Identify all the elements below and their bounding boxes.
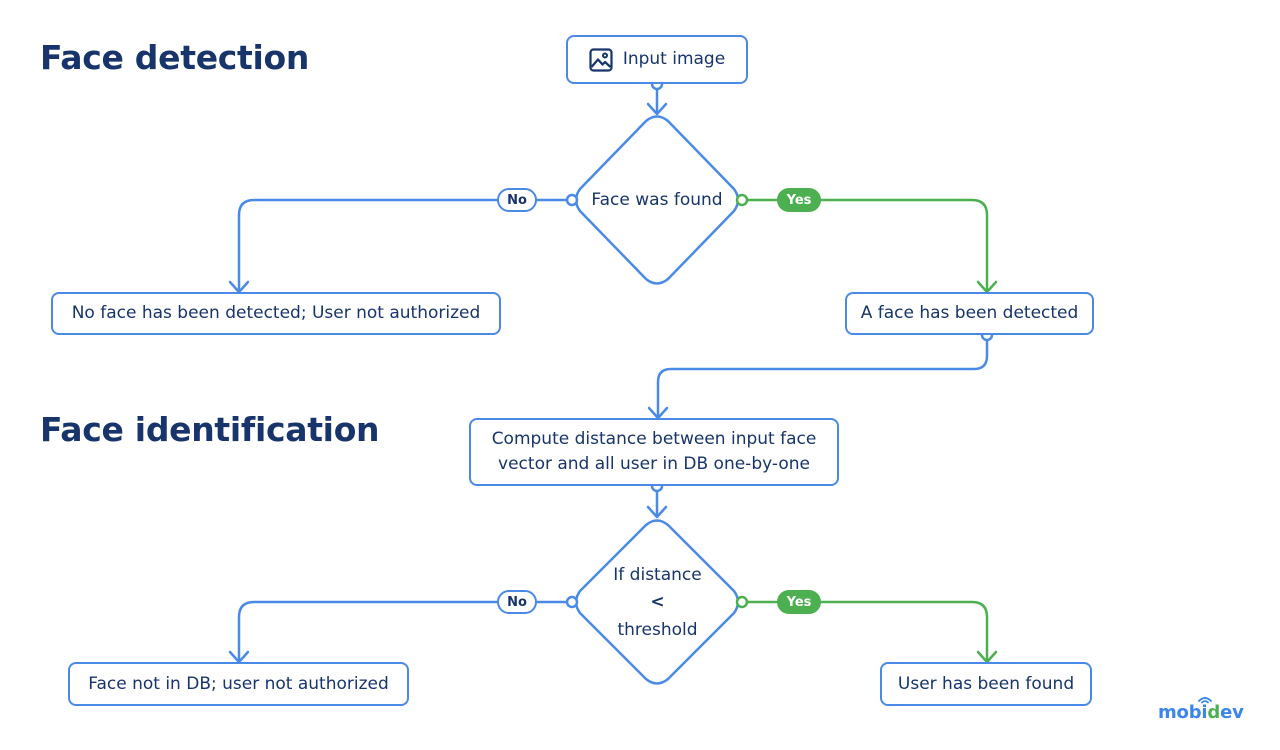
- connector-dot: [735, 595, 749, 609]
- face-detection-title: Face detection: [40, 38, 310, 77]
- mobidev-logo: mobidev: [1158, 702, 1244, 723]
- face-identification-title: Face identification: [40, 410, 380, 449]
- connector-face-to-compute: [656, 333, 989, 418]
- arrowhead: [646, 102, 668, 116]
- compute-distance-node: Compute distance between input face vect…: [469, 418, 839, 486]
- user-found-node: User has been found: [880, 662, 1092, 706]
- arrowhead: [646, 505, 668, 519]
- connector-decision2-yes: [740, 600, 989, 662]
- distance-line-3: threshold: [617, 619, 698, 640]
- face-not-in-db-node: Face not in DB; user not authorized: [68, 662, 409, 706]
- face-detected-label: A face has been detected: [860, 303, 1079, 324]
- logo-text-part: ev: [1220, 702, 1244, 723]
- input-image-label: Input image: [622, 49, 726, 70]
- distance-decision-label: If distance < threshold: [585, 560, 730, 646]
- no-face-detected-label: No face has been detected; User not auth…: [71, 303, 481, 324]
- logo-text-part: mobi: [1158, 702, 1208, 723]
- connector-decision1-yes: [740, 198, 989, 292]
- distance-line-2: <: [650, 592, 665, 613]
- image-icon: [589, 47, 613, 72]
- connector-dot: [735, 193, 749, 207]
- yes-branch-badge: Yes: [777, 590, 821, 614]
- face-not-in-db-label: Face not in DB; user not authorized: [88, 673, 389, 694]
- user-found-label: User has been found: [897, 673, 1075, 694]
- face-detected-node: A face has been detected: [845, 292, 1094, 335]
- connector-dot: [565, 193, 579, 207]
- yes-branch-badge: Yes: [777, 188, 821, 212]
- no-branch-badge: No: [497, 590, 537, 614]
- wifi-signal-icon: [1198, 697, 1212, 704]
- logo-text-part: d: [1207, 702, 1221, 723]
- face-found-text: Face was found: [591, 190, 723, 210]
- distance-line-1: If distance: [613, 565, 702, 586]
- compute-distance-label: Compute distance between input face vect…: [491, 429, 817, 474]
- no-branch-badge: No: [497, 188, 537, 212]
- face-found-decision-label: Face was found: [575, 185, 739, 215]
- connector-dot: [565, 595, 579, 609]
- connector-decision1-no: [237, 198, 574, 292]
- no-face-detected-node: No face has been detected; User not auth…: [51, 292, 501, 335]
- input-image-node: Input image: [566, 35, 748, 84]
